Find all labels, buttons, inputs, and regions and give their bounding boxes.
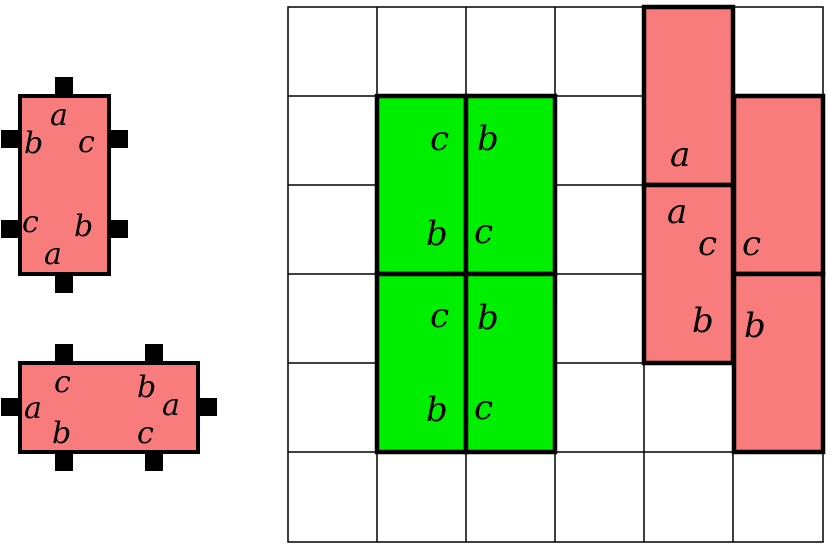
green-tile-label: c bbox=[474, 388, 493, 428]
green-tile-label: b bbox=[477, 298, 499, 338]
green-tile-label: c bbox=[430, 296, 449, 336]
red-tile bbox=[731, 271, 826, 455]
red-tile bbox=[641, 4, 736, 188]
edge-label: c bbox=[137, 416, 154, 451]
connector-notch bbox=[110, 130, 128, 148]
edge-label: b bbox=[24, 126, 43, 161]
edge-label: b bbox=[74, 209, 93, 244]
green-tile-label: b bbox=[477, 119, 499, 159]
red-tile-label: c bbox=[742, 224, 761, 264]
green-tile bbox=[374, 271, 469, 455]
connector-notch bbox=[110, 220, 128, 238]
green-tile-label: b bbox=[426, 390, 448, 430]
edge-label: b bbox=[137, 370, 156, 405]
red-region: a a c b c b bbox=[641, 4, 826, 455]
green-tile bbox=[463, 271, 558, 455]
connector-notch bbox=[145, 344, 163, 362]
red-tile-label: c bbox=[698, 224, 717, 264]
connector-notch bbox=[55, 453, 73, 471]
legend-horizontal-tile: a c b b c a bbox=[1, 344, 217, 471]
edge-label: c bbox=[78, 125, 95, 160]
connector-notch bbox=[199, 398, 217, 416]
connector-notch bbox=[1, 220, 19, 238]
red-tile-label: a bbox=[670, 135, 690, 175]
green-region: c b b c c b b c bbox=[374, 93, 558, 455]
green-tile-label: b bbox=[426, 214, 448, 254]
edge-label: a bbox=[162, 388, 180, 423]
legend-vertical-tile: a b c c b a bbox=[1, 77, 128, 293]
horizontal-tile-body bbox=[18, 361, 200, 454]
red-tile-label: b bbox=[692, 301, 714, 341]
green-tile-label: c bbox=[474, 212, 493, 252]
edge-label: a bbox=[24, 391, 42, 426]
edge-label: c bbox=[22, 205, 39, 240]
connector-notch bbox=[55, 275, 73, 293]
connector-notch bbox=[55, 77, 73, 95]
vertical-tile-body bbox=[18, 94, 111, 276]
red-tile-label: a bbox=[667, 192, 687, 232]
connector-notch bbox=[145, 453, 163, 471]
green-tile-label: c bbox=[430, 119, 449, 159]
edge-label: a bbox=[44, 237, 62, 272]
red-tile-label: b bbox=[744, 306, 766, 346]
green-tile bbox=[463, 93, 558, 277]
red-tile bbox=[641, 182, 736, 366]
green-tile bbox=[374, 93, 469, 277]
connector-notch bbox=[1, 130, 19, 148]
connector-notch bbox=[55, 344, 73, 362]
edge-label: b bbox=[52, 416, 71, 451]
edge-label: c bbox=[54, 365, 71, 400]
edge-label: a bbox=[50, 98, 68, 133]
connector-notch bbox=[1, 398, 19, 416]
